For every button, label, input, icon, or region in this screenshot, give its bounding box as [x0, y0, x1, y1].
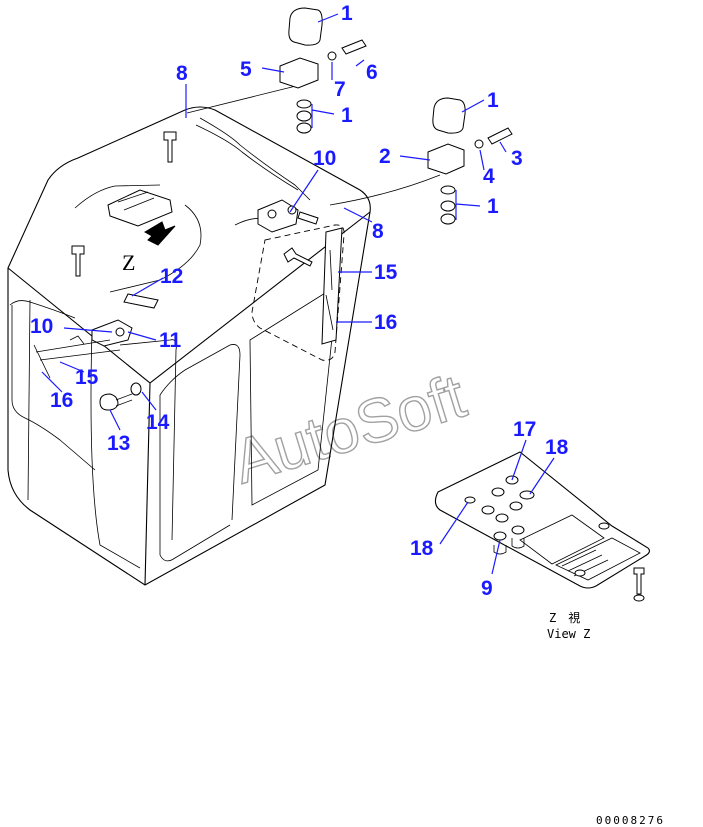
callouts: 1 1 1 1 2 3 4 5 6 7 8 8 9 10 10 11 12 13… [30, 2, 569, 600]
callout-7: 7 [334, 78, 346, 101]
switch-box [107, 189, 176, 246]
callout-18: 18 [545, 436, 569, 459]
callout-1: 1 [487, 89, 499, 112]
cover-panel [321, 227, 343, 345]
callout-2: 2 [379, 145, 391, 168]
callout-15: 15 [75, 366, 99, 389]
callout-16: 16 [50, 389, 73, 412]
wiring-harness [9, 84, 441, 471]
callout-8: 8 [176, 62, 188, 85]
callout-3: 3 [511, 147, 523, 170]
callout-10: 10 [313, 147, 336, 170]
callout-1: 1 [487, 195, 499, 218]
callout-17: 17 [513, 418, 536, 441]
window-outline [251, 224, 345, 361]
view-z-plate [434, 451, 650, 589]
view-marker-z: Z [122, 250, 135, 275]
callout-9: 9 [481, 577, 493, 600]
callout-14: 14 [146, 411, 170, 434]
callout-15: 15 [374, 261, 398, 284]
cab-body [7, 106, 371, 586]
callout-16: 16 [374, 311, 397, 334]
callout-1: 1 [341, 2, 353, 25]
callout-10: 10 [30, 315, 53, 338]
drawing-code: 00008276 [596, 814, 665, 827]
callout-12: 12 [160, 265, 183, 288]
work-lamp-right [427, 97, 513, 225]
hinge-bracket [257, 199, 319, 233]
callout-8: 8 [372, 220, 384, 243]
callout-18: 18 [410, 537, 434, 560]
callout-4: 4 [483, 165, 495, 188]
callout-11: 11 [159, 329, 182, 352]
bolts [71, 131, 645, 602]
work-lamp-upper [279, 7, 367, 134]
callout-6: 6 [366, 61, 378, 84]
watermark: AutoSoft [226, 362, 474, 498]
view-caption-en: View Z [547, 627, 590, 641]
view-caption-jp: Z 視 [549, 610, 580, 625]
callout-5: 5 [240, 58, 252, 81]
left-switch-assembly [33, 293, 159, 379]
callout-13: 13 [107, 432, 130, 455]
leader-lines [41, 13, 555, 575]
callout-1: 1 [341, 104, 353, 127]
